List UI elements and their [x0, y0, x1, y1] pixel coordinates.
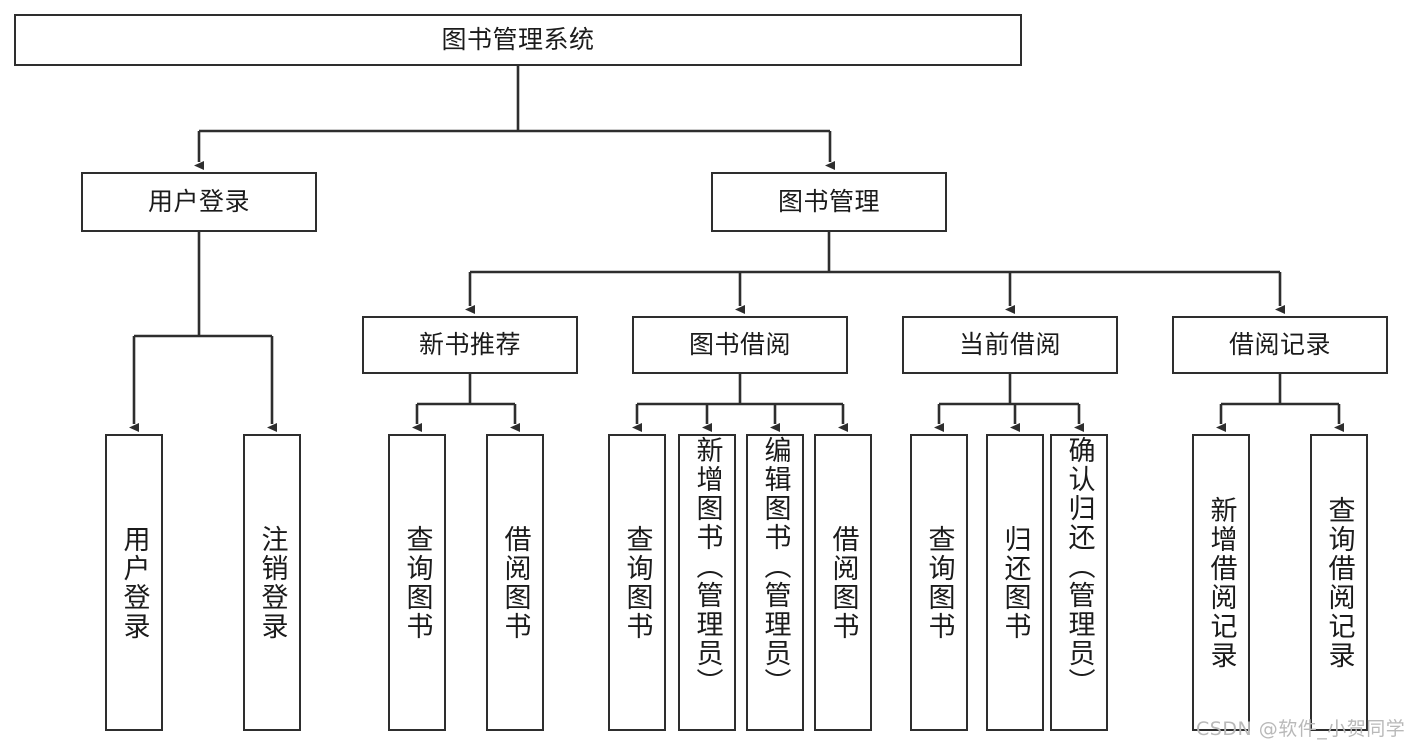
leaf-add-record[interactable]: 新增借阅记录: [1192, 434, 1250, 731]
leaf-query-book-1[interactable]: 查询图书: [388, 434, 446, 731]
leaf-add-record-label: 新增借阅记录: [1205, 495, 1237, 670]
leaf-add-book[interactable]: 新增图书（管理员）: [678, 434, 736, 731]
leaf-user-login[interactable]: 用户登录: [105, 434, 163, 731]
node-new-book-recommend[interactable]: 新书推荐: [362, 316, 578, 374]
node-borrow-record-label: 借阅记录: [1228, 330, 1331, 360]
node-current-borrow-label: 当前借阅: [958, 330, 1061, 360]
node-root-label: 图书管理系统: [441, 25, 595, 55]
node-user-login[interactable]: 用户登录: [81, 172, 317, 232]
leaf-borrow-book-1-label: 借阅图书: [499, 524, 531, 641]
leaf-return-book[interactable]: 归还图书: [986, 434, 1044, 731]
leaf-return-book-label: 归还图书: [999, 524, 1031, 641]
node-new-book-recommend-label: 新书推荐: [418, 330, 521, 360]
leaf-confirm-return[interactable]: 确认归还（管理员）: [1050, 434, 1108, 731]
node-book-borrow[interactable]: 图书借阅: [632, 316, 848, 374]
leaf-query-record-label: 查询借阅记录: [1323, 495, 1355, 670]
node-root[interactable]: 图书管理系统: [14, 14, 1022, 66]
leaf-borrow-book-1[interactable]: 借阅图书: [486, 434, 544, 731]
csdn-watermark: CSDN @软件_小贺同学: [1196, 718, 1405, 740]
leaf-query-book-2[interactable]: 查询图书: [608, 434, 666, 731]
leaf-user-login-label: 用户登录: [118, 524, 150, 641]
node-borrow-record[interactable]: 借阅记录: [1172, 316, 1388, 374]
leaf-query-book-3[interactable]: 查询图书: [910, 434, 968, 731]
leaf-user-logout-label: 注销登录: [256, 524, 288, 641]
leaf-user-logout[interactable]: 注销登录: [243, 434, 301, 731]
node-current-borrow[interactable]: 当前借阅: [902, 316, 1118, 374]
leaf-edit-book[interactable]: 编辑图书（管理员）: [746, 434, 804, 731]
leaf-edit-book-label: 编辑图书（管理员）: [759, 436, 791, 697]
node-book-borrow-label: 图书借阅: [688, 330, 791, 360]
node-book-management[interactable]: 图书管理: [711, 172, 947, 232]
leaf-confirm-return-label: 确认归还（管理员）: [1063, 436, 1095, 697]
leaf-query-record[interactable]: 查询借阅记录: [1310, 434, 1368, 731]
node-book-management-label: 图书管理: [777, 187, 880, 217]
leaf-query-book-2-label: 查询图书: [621, 524, 653, 641]
node-user-login-label: 用户登录: [147, 187, 250, 217]
leaf-borrow-book-2-label: 借阅图书: [827, 524, 859, 641]
leaf-query-book-1-label: 查询图书: [401, 524, 433, 641]
leaf-borrow-book-2[interactable]: 借阅图书: [814, 434, 872, 731]
leaf-query-book-3-label: 查询图书: [923, 524, 955, 641]
leaf-add-book-label: 新增图书（管理员）: [691, 436, 723, 697]
